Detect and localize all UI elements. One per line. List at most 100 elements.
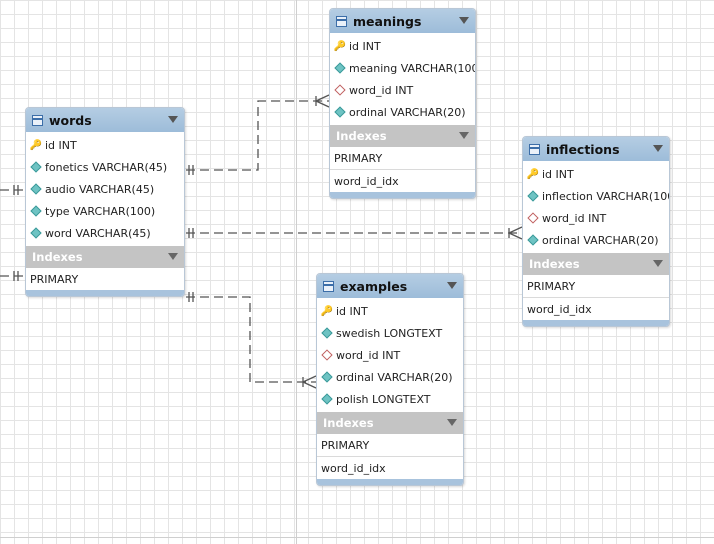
table-header[interactable]: examples <box>317 274 463 298</box>
collapse-arrow-icon[interactable] <box>168 116 178 123</box>
column-name: audio VARCHAR(45) <box>45 182 155 196</box>
column-row[interactable]: 🔑id INT <box>523 163 669 185</box>
not-null-column-icon <box>334 62 346 74</box>
primary-key-icon: 🔑 <box>333 40 347 52</box>
not-null-column-icon <box>321 327 333 339</box>
indexes-label: Indexes <box>529 257 580 271</box>
column-name: fonetics VARCHAR(45) <box>45 160 168 174</box>
table-icon <box>529 143 540 155</box>
relationship-words-meanings <box>186 100 329 171</box>
column-name: ordinal VARCHAR(20) <box>349 105 466 119</box>
table-title: examples <box>340 278 408 294</box>
column-icon <box>30 205 42 217</box>
table-footer <box>330 192 475 198</box>
index-row[interactable]: PRIMARY <box>330 147 475 170</box>
table-examples[interactable]: examples 🔑id INT swedish LONGTEXT word_id I… <box>316 273 464 486</box>
indexes-label: Indexes <box>323 416 374 430</box>
column-row[interactable]: word_id INT <box>317 344 463 366</box>
table-icon <box>336 15 347 27</box>
column-name: word_id INT <box>349 83 414 97</box>
column-list: 🔑id INT fonetics VARCHAR(45) audio VARCHAR… <box>26 132 184 246</box>
column-list: 🔑id INT swedish LONGTEXT word_id INT ordina… <box>317 298 463 412</box>
foreign-key-icon <box>527 212 539 224</box>
column-icon <box>30 183 42 195</box>
table-footer <box>523 320 669 326</box>
collapse-arrow-icon[interactable] <box>459 132 469 139</box>
relationship-words-examples <box>186 296 316 383</box>
column-row[interactable]: word_id INT <box>523 207 669 229</box>
column-name: id INT <box>45 138 77 152</box>
column-name: id INT <box>349 39 381 53</box>
table-icon <box>323 280 334 292</box>
primary-key-icon: 🔑 <box>526 168 540 180</box>
column-icon <box>30 161 42 173</box>
collapse-arrow-icon[interactable] <box>447 419 457 426</box>
column-row[interactable]: word VARCHAR(45) <box>26 222 184 244</box>
not-null-column-icon <box>334 106 346 118</box>
column-row[interactable]: 🔑id INT <box>26 134 184 156</box>
column-row[interactable]: polish LONGTEXT <box>317 388 463 410</box>
table-inflections[interactable]: inflections 🔑id INT inflection VARCHAR(100… <box>522 136 670 327</box>
index-row[interactable]: word_id_idx <box>527 302 592 316</box>
table-header[interactable]: meanings <box>330 9 475 33</box>
column-list: 🔑id INT meaning VARCHAR(100) word_id INT or… <box>330 33 475 125</box>
collapse-arrow-icon[interactable] <box>447 282 457 289</box>
table-words[interactable]: words 🔑id INT fonetics VARCHAR(45) audio VA… <box>25 107 185 297</box>
column-name: inflection VARCHAR(100) <box>542 189 670 203</box>
column-name: meaning VARCHAR(100) <box>349 61 476 75</box>
indexes-header[interactable]: Indexes <box>317 412 463 434</box>
table-header[interactable]: words <box>26 108 184 132</box>
primary-key-icon: 🔑 <box>320 305 334 317</box>
column-row[interactable]: type VARCHAR(100) <box>26 200 184 222</box>
column-row[interactable]: meaning VARCHAR(100) <box>330 57 475 79</box>
column-row[interactable]: ordinal VARCHAR(20) <box>330 101 475 123</box>
collapse-arrow-icon[interactable] <box>653 145 663 152</box>
column-row[interactable]: ordinal VARCHAR(20) <box>317 366 463 388</box>
column-row[interactable]: inflection VARCHAR(100) <box>523 185 669 207</box>
index-row[interactable]: word_id_idx <box>321 461 386 475</box>
column-row[interactable]: swedish LONGTEXT <box>317 322 463 344</box>
column-name: polish LONGTEXT <box>336 392 431 406</box>
column-row[interactable]: audio VARCHAR(45) <box>26 178 184 200</box>
not-null-column-icon <box>321 393 333 405</box>
not-null-column-icon <box>527 190 539 202</box>
table-title: inflections <box>546 141 620 157</box>
column-name: swedish LONGTEXT <box>336 326 443 340</box>
indexes-header[interactable]: Indexes <box>330 125 475 147</box>
primary-key-icon: 🔑 <box>29 139 43 151</box>
column-name: word VARCHAR(45) <box>45 226 151 240</box>
column-name: id INT <box>336 304 368 318</box>
index-row[interactable]: word_id_idx <box>334 174 399 188</box>
index-row[interactable]: PRIMARY <box>30 272 79 286</box>
index-row[interactable]: PRIMARY <box>317 434 463 457</box>
collapse-arrow-icon[interactable] <box>459 17 469 24</box>
column-name: ordinal VARCHAR(20) <box>542 233 659 247</box>
table-title: words <box>49 112 92 128</box>
collapse-arrow-icon[interactable] <box>653 260 663 267</box>
index-row[interactable]: PRIMARY <box>523 275 669 298</box>
column-name: type VARCHAR(100) <box>45 204 156 218</box>
column-row[interactable]: fonetics VARCHAR(45) <box>26 156 184 178</box>
column-list: 🔑id INT inflection VARCHAR(100) word_id IN… <box>523 161 669 253</box>
table-header[interactable]: inflections <box>523 137 669 161</box>
indexes-label: Indexes <box>336 129 387 143</box>
column-row[interactable]: word_id INT <box>330 79 475 101</box>
not-null-column-icon <box>527 234 539 246</box>
column-row[interactable]: ordinal VARCHAR(20) <box>523 229 669 251</box>
not-null-column-icon <box>321 371 333 383</box>
table-meanings[interactable]: meanings 🔑id INT meaning VARCHAR(100) word_… <box>329 8 476 199</box>
table-title: meanings <box>353 13 422 29</box>
column-row[interactable]: 🔑id INT <box>330 35 475 57</box>
column-name: ordinal VARCHAR(20) <box>336 370 453 384</box>
indexes-label: Indexes <box>32 250 83 264</box>
indexes-header[interactable]: Indexes <box>523 253 669 275</box>
foreign-key-icon <box>334 84 346 96</box>
page-break-horizontal <box>0 537 714 538</box>
collapse-arrow-icon[interactable] <box>168 253 178 260</box>
column-row[interactable]: 🔑id INT <box>317 300 463 322</box>
table-icon <box>32 114 43 126</box>
indexes-header[interactable]: Indexes <box>26 246 184 268</box>
column-name: word_id INT <box>336 348 401 362</box>
